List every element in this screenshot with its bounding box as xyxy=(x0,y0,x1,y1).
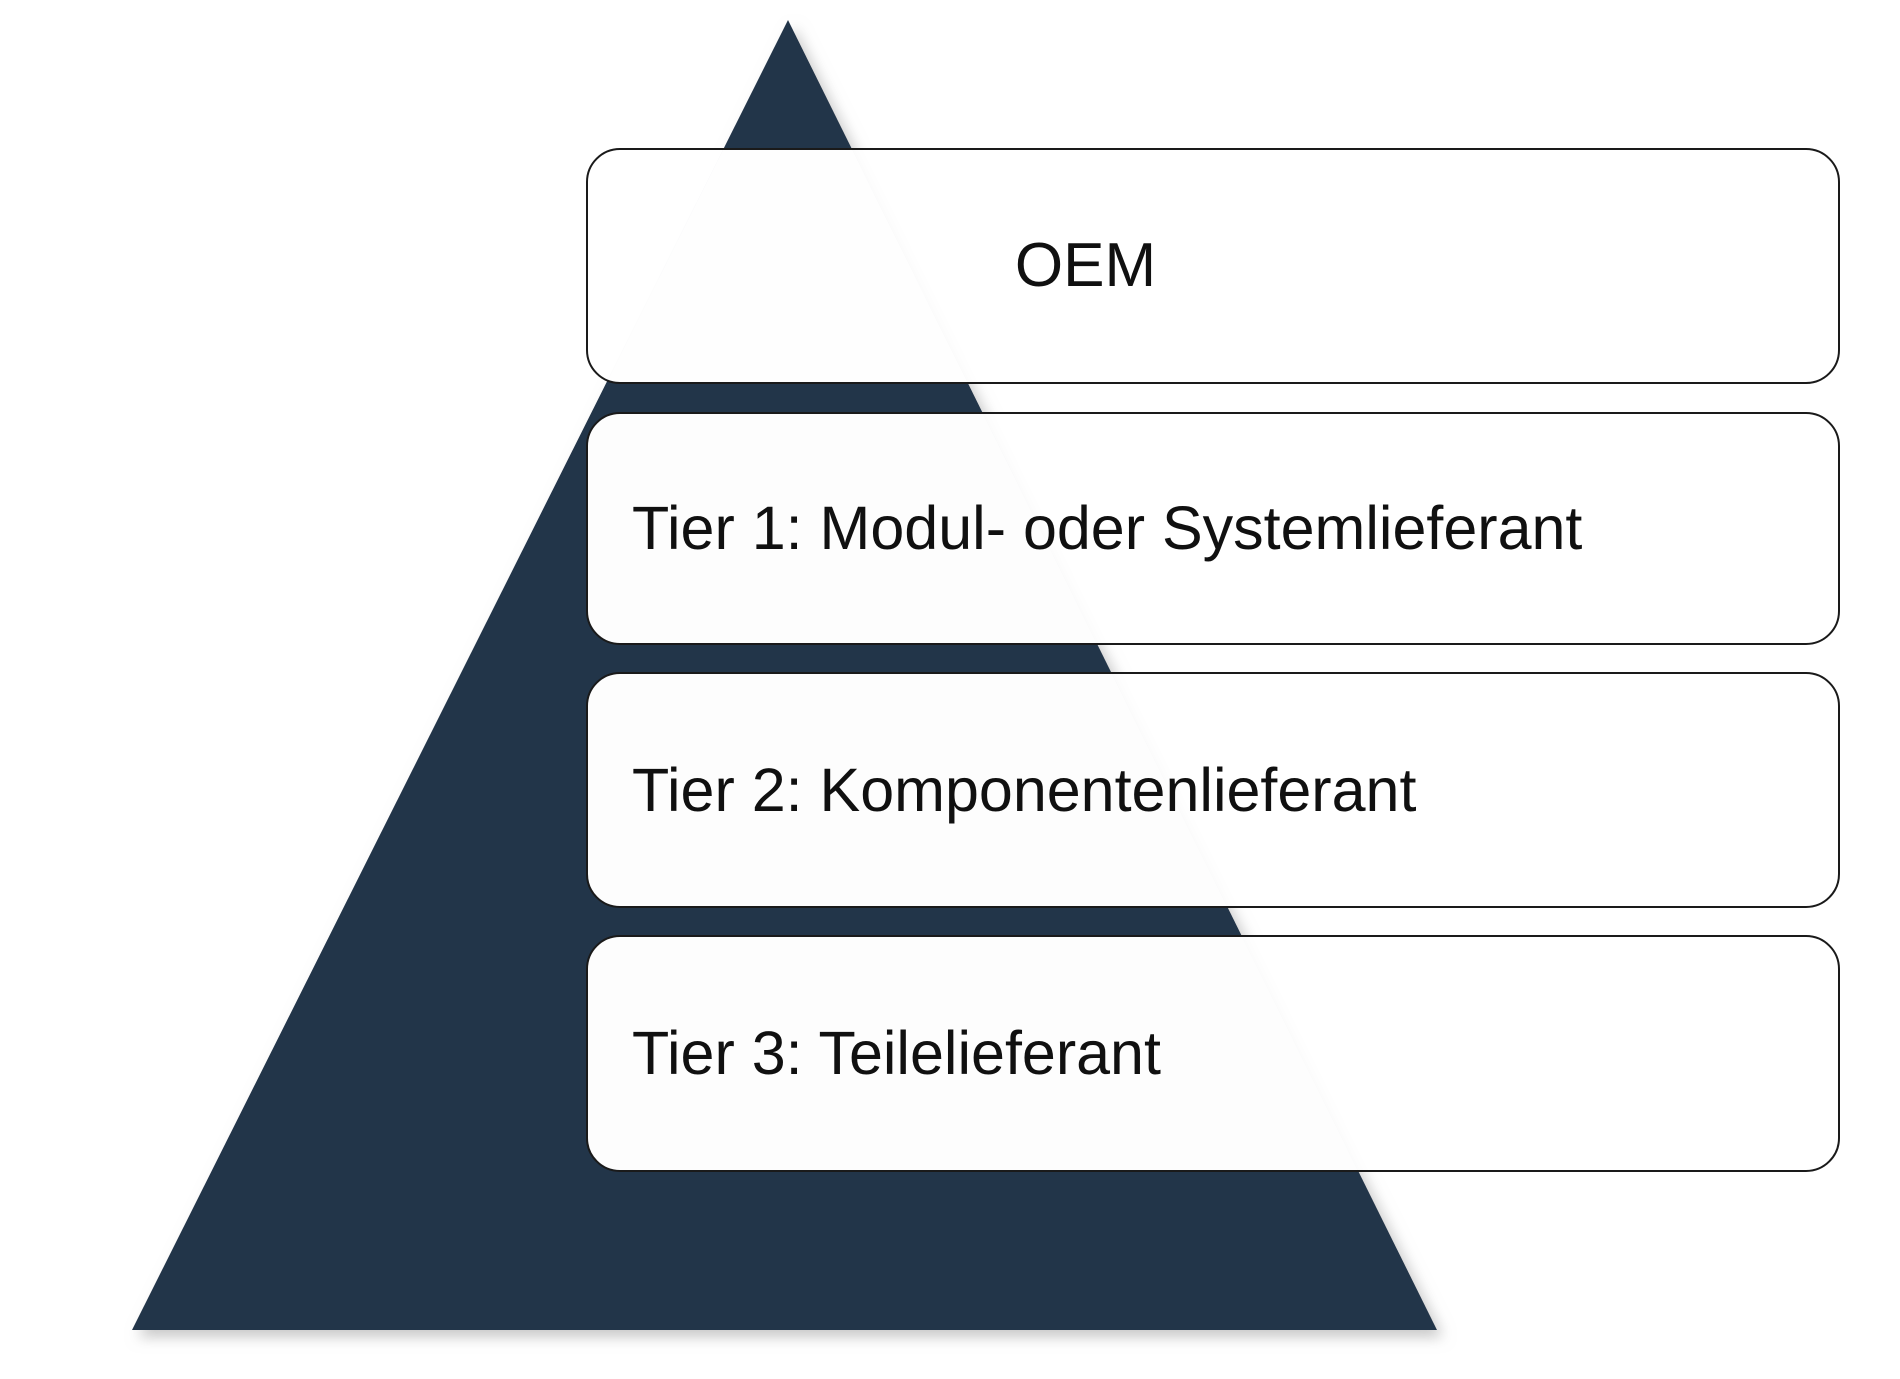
pyramid-level-tier-3-label: Tier 3: Teilelieferant xyxy=(632,1019,1161,1087)
pyramid-level-oem-label: OEM xyxy=(1014,231,1157,300)
pyramid-level-tier-1-label: Tier 1: Modul- oder Systemlieferant xyxy=(632,494,1583,562)
pyramid-level-tier-3[interactable]: Tier 3: Teilelieferant xyxy=(586,935,1840,1172)
pyramid-level-oem[interactable]: OEM xyxy=(586,148,1840,384)
pyramid-level-tier-2[interactable]: Tier 2: Komponentenlieferant xyxy=(586,672,1840,908)
pyramid-level-tier-1[interactable]: Tier 1: Modul- oder Systemlieferant xyxy=(586,412,1840,645)
pyramid-level-tier-2-label: Tier 2: Komponentenlieferant xyxy=(632,755,1417,824)
